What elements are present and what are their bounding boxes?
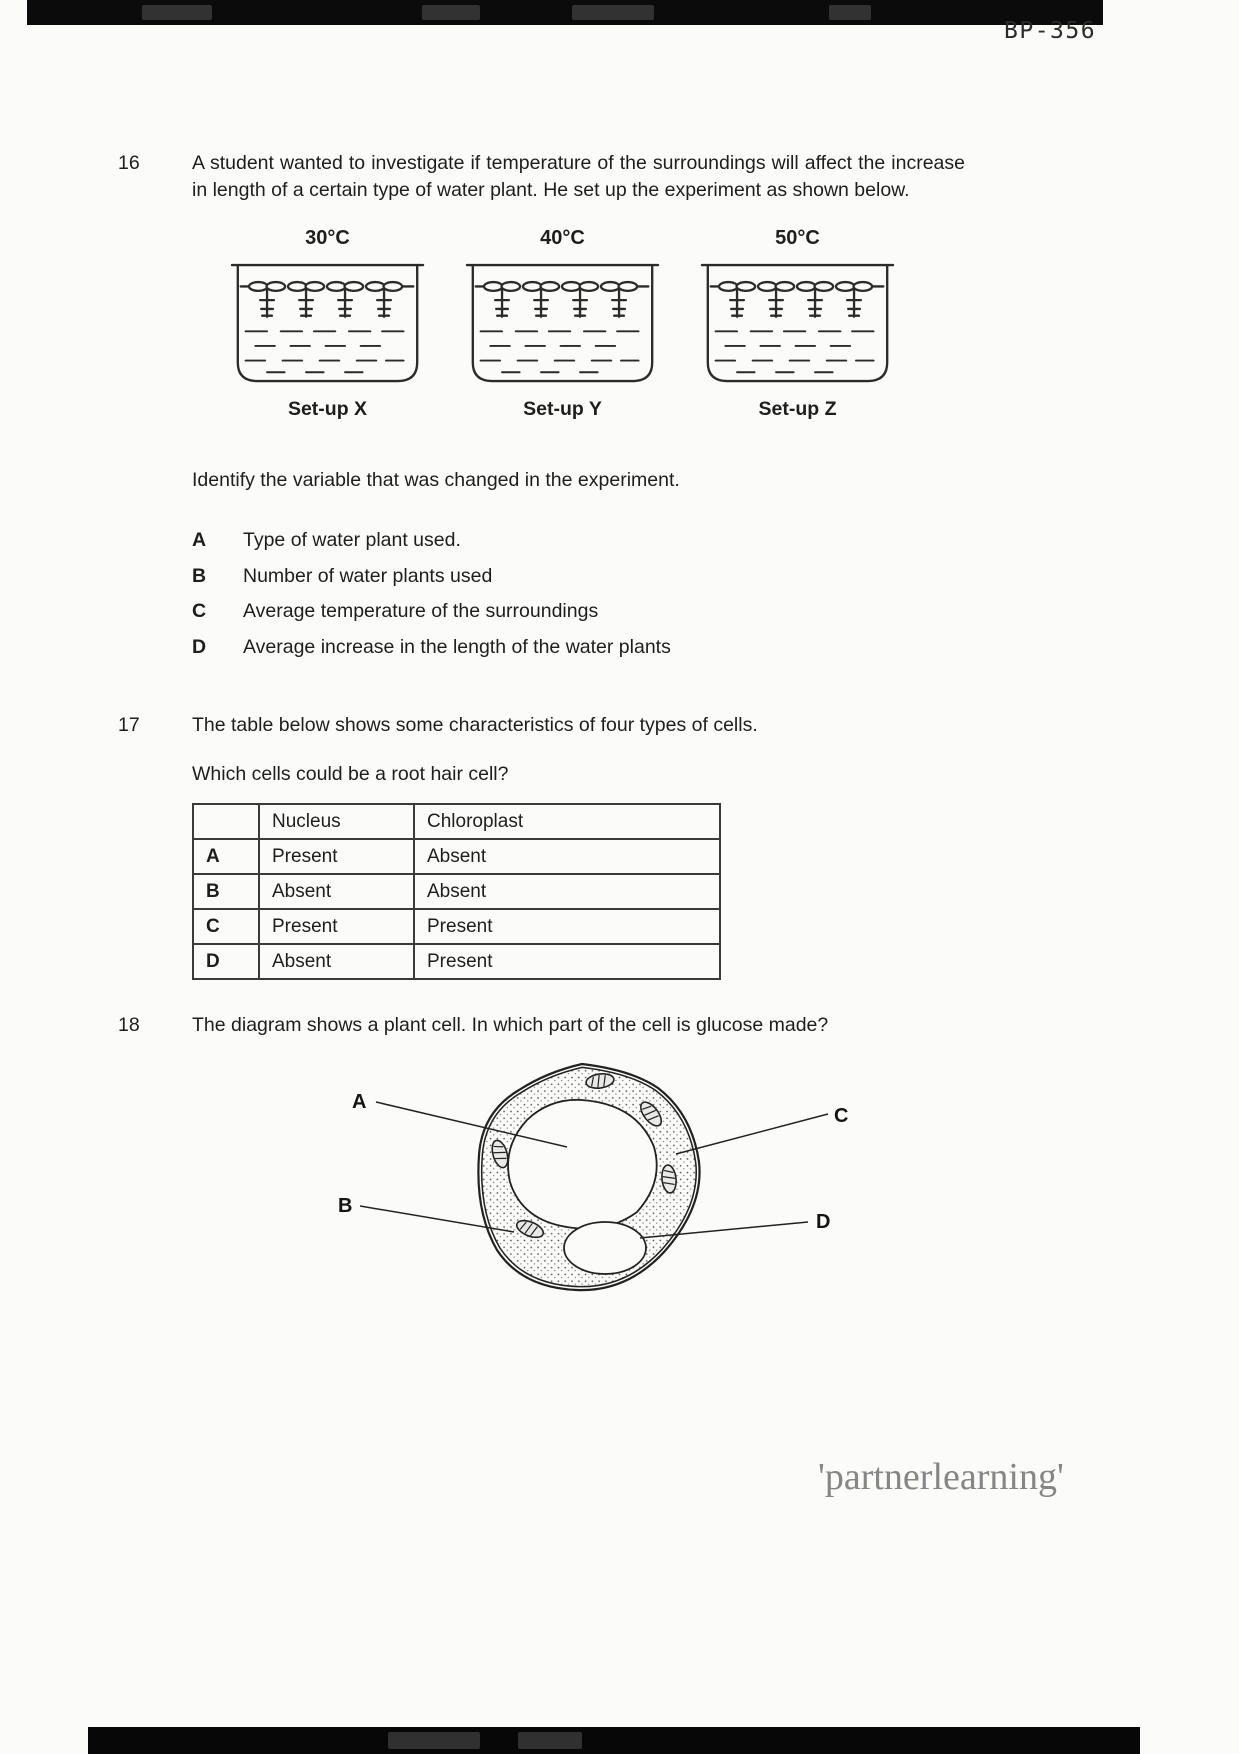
scan-artifact-bottom-bar bbox=[88, 1727, 1140, 1754]
temperature-label: 30°C bbox=[305, 227, 350, 250]
row-letter: A bbox=[192, 838, 260, 876]
table-header-row: Nucleus Chloroplast bbox=[192, 803, 721, 841]
option-row: B Number of water plants used bbox=[192, 563, 965, 590]
option-letter: B bbox=[192, 564, 207, 587]
table-corner-cell bbox=[192, 803, 260, 841]
chloroplast bbox=[661, 1163, 677, 1194]
page-code: BP-356 bbox=[1004, 18, 1097, 44]
question-18: 18 The diagram shows a plant cell. In wh… bbox=[118, 1012, 965, 1352]
leader-line-d bbox=[639, 1220, 809, 1239]
plant-cell-drawing: A B C D bbox=[338, 1062, 848, 1291]
cell-chloroplast: Present bbox=[413, 908, 721, 946]
plant-cell-diagram: A B C D bbox=[192, 1052, 965, 1352]
question-number: 16 bbox=[118, 152, 140, 174]
cell-label-b: B bbox=[338, 1195, 352, 1217]
options-list: A Type of water plant used. B Number of … bbox=[192, 527, 965, 660]
row-letter: D bbox=[192, 943, 260, 981]
scan-smudge bbox=[518, 1732, 582, 1749]
experiment-setups: 30°C Set-up X 40°C Set-up Y 50°C Set-up … bbox=[192, 225, 965, 423]
scan-smudge bbox=[388, 1732, 480, 1749]
cell-chloroplast: Absent bbox=[413, 838, 721, 876]
central-vacuole bbox=[507, 1098, 658, 1230]
cell-chloroplast: Absent bbox=[413, 873, 721, 911]
option-row: D Average increase in the length of the … bbox=[192, 634, 965, 661]
cell-label-c: C bbox=[834, 1105, 848, 1127]
option-row: C Average temperature of the surrounding… bbox=[192, 598, 965, 625]
question-prompt: Which cells could be a root hair cell? bbox=[192, 762, 509, 785]
beaker-diagram bbox=[465, 264, 660, 383]
cell-nucleus: Present bbox=[258, 838, 415, 876]
table-header-chloroplast: Chloroplast bbox=[413, 803, 721, 841]
cell-label-d: D bbox=[816, 1211, 830, 1233]
temperature-label: 50°C bbox=[775, 227, 820, 250]
setup-label: Set-up X bbox=[287, 398, 368, 421]
question-text: The diagram shows a plant cell. In which… bbox=[192, 1014, 829, 1036]
table-row: D Absent Present bbox=[192, 943, 721, 981]
chloroplast bbox=[585, 1072, 615, 1089]
scan-artifact-top-bar bbox=[27, 0, 1103, 25]
leader-line-b bbox=[359, 1204, 515, 1233]
option-letter: D bbox=[192, 635, 207, 658]
table-row: C Present Present bbox=[192, 908, 721, 946]
option-letter: C bbox=[192, 600, 207, 623]
scan-smudge bbox=[422, 5, 480, 20]
cell-nucleus: Absent bbox=[258, 873, 415, 911]
question-number: 17 bbox=[118, 714, 140, 736]
cells-table: Nucleus Chloroplast A Present Absent B A… bbox=[192, 803, 721, 981]
question-17: 17 The table below shows some characteri… bbox=[118, 712, 965, 981]
setup-y: 40°C Set-up Y bbox=[465, 225, 660, 423]
row-letter: B bbox=[192, 873, 260, 911]
setup-z: 50°C Set-up Z bbox=[700, 225, 895, 423]
option-text: Average increase in the length of the wa… bbox=[243, 635, 671, 658]
cell-wall-outer bbox=[477, 1062, 701, 1291]
question-prompt: Identify the variable that was changed i… bbox=[192, 468, 680, 491]
leader-line-c bbox=[675, 1112, 829, 1155]
leader-line-a bbox=[375, 1100, 568, 1148]
cell-label-a: A bbox=[352, 1091, 366, 1113]
bottom-organelle bbox=[563, 1220, 647, 1275]
table-header-nucleus: Nucleus bbox=[258, 803, 415, 841]
question-16: 16 A student wanted to investigate if te… bbox=[118, 150, 965, 669]
cell-nucleus: Absent bbox=[258, 943, 415, 981]
question-text: The table below shows some characteristi… bbox=[192, 714, 758, 736]
scan-smudge bbox=[829, 5, 871, 20]
chloroplast bbox=[491, 1139, 509, 1168]
scan-smudge bbox=[572, 5, 654, 20]
table-row: B Absent Absent bbox=[192, 873, 721, 911]
setup-label: Set-up Y bbox=[523, 398, 602, 421]
beaker-diagram bbox=[230, 264, 425, 383]
option-text: Number of water plants used bbox=[243, 564, 493, 587]
temperature-label: 40°C bbox=[540, 227, 585, 250]
cell-chloroplast: Present bbox=[413, 943, 721, 981]
option-row: A Type of water plant used. bbox=[192, 527, 965, 554]
option-letter: A bbox=[192, 529, 207, 552]
setup-label: Set-up Z bbox=[758, 398, 837, 421]
chloroplast bbox=[515, 1219, 545, 1238]
option-text: Type of water plant used. bbox=[243, 529, 461, 552]
row-letter: C bbox=[192, 908, 260, 946]
scan-smudge bbox=[142, 5, 212, 20]
question-number: 18 bbox=[118, 1014, 140, 1036]
chloroplast bbox=[639, 1100, 663, 1127]
beaker-diagram bbox=[700, 264, 895, 383]
cell-nucleus: Present bbox=[258, 908, 415, 946]
watermark: 'partnerlearning' bbox=[818, 1456, 1064, 1498]
table-row: A Present Absent bbox=[192, 838, 721, 876]
question-text: A student wanted to investigate if tempe… bbox=[192, 152, 965, 201]
setup-x: 30°C Set-up X bbox=[230, 225, 425, 423]
option-text: Average temperature of the surroundings bbox=[243, 600, 599, 623]
